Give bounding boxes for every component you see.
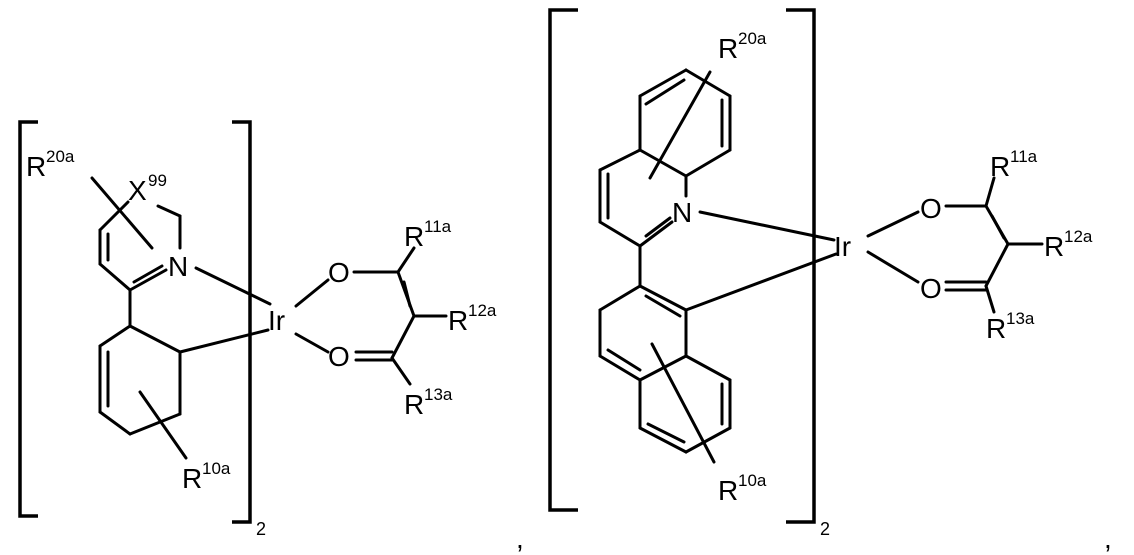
acac-ligand-2 <box>868 178 1042 312</box>
separator-comma-2: , <box>1104 523 1112 554</box>
r11a-label-2: R <box>990 151 1010 182</box>
r20a-label-1: R <box>26 151 46 182</box>
separator-comma-1: , <box>516 523 524 554</box>
r11a-sup-1: 11a <box>424 217 452 236</box>
bracket-subscript-1: 2 <box>256 519 266 539</box>
r20a-label-2: R <box>718 33 738 64</box>
r12a-label-2: R <box>1044 231 1064 262</box>
structure-1: 2 <box>20 122 497 539</box>
structure-2: 2 <box>550 10 1093 539</box>
r12a-sup-1: 12a <box>468 301 497 320</box>
r12a-sup-2: 12a <box>1064 227 1093 246</box>
quinoline-upper-ring-2 <box>640 70 730 178</box>
bracket-subscript-2: 2 <box>820 519 830 539</box>
r10a-label-2: R <box>718 475 738 506</box>
r13a-sup-2: 13a <box>1006 309 1035 328</box>
naphthyl-upper-ring-2 <box>600 246 686 380</box>
n-atom-2: N <box>672 197 692 228</box>
r10a-sup-2: 10a <box>738 471 767 490</box>
right-bracket-1 <box>232 122 250 522</box>
n-atom-1: N <box>168 251 188 282</box>
r12a-label-1: R <box>448 305 468 336</box>
o-top-1: O <box>328 257 350 288</box>
naphthyl-lower-ring-2 <box>640 344 730 462</box>
c-ir-bond-1 <box>180 330 268 352</box>
acac-ligand-1 <box>296 248 446 384</box>
r20a-sup-2: 20a <box>738 29 767 48</box>
r11a-label-1: R <box>404 221 424 252</box>
metal-ir-1: Ir <box>268 305 285 336</box>
o-bottom-1: O <box>328 341 350 372</box>
x-atom-sup-1: 99 <box>148 171 167 190</box>
r10a-sup-1: 10a <box>202 459 231 478</box>
r13a-label-2: R <box>986 313 1006 344</box>
metal-ir-2: Ir <box>834 231 851 262</box>
r13a-label-1: R <box>404 389 424 420</box>
phenyl-ring-1 <box>100 290 186 458</box>
r20a-sup-1: 20a <box>46 147 75 166</box>
r10a-label-1: R <box>182 463 202 494</box>
r13a-sup-1: 13a <box>424 385 453 404</box>
o-top-2: O <box>920 193 942 224</box>
o-bottom-2: O <box>920 273 942 304</box>
left-bracket-2 <box>550 10 578 510</box>
x-atom-1: X <box>128 175 147 206</box>
n-ir-bond-1 <box>196 268 270 304</box>
r11a-sup-2: 11a <box>1010 147 1038 166</box>
